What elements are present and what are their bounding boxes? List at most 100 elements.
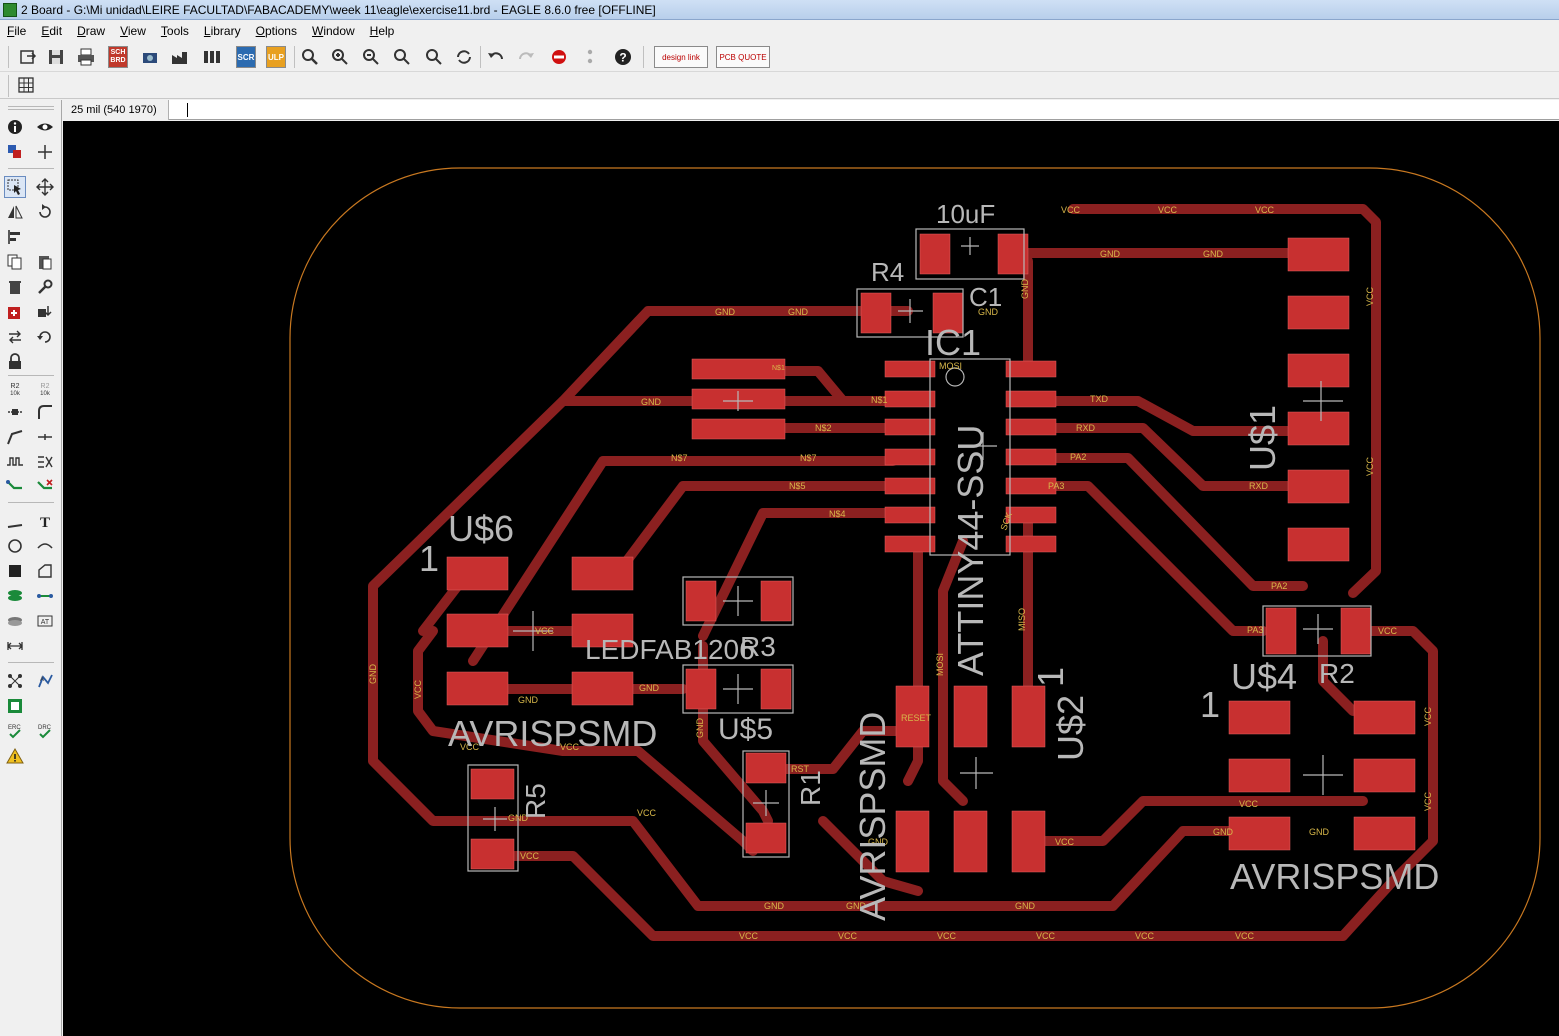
add-part-icon[interactable] bbox=[4, 301, 26, 323]
display-layers-icon[interactable] bbox=[4, 141, 26, 163]
help-icon[interactable]: ? bbox=[611, 45, 635, 69]
net-labels: VCC VCC VCC GND GND GND GND GND GND TXD … bbox=[368, 205, 1433, 941]
polygon-icon[interactable] bbox=[34, 560, 56, 582]
zoom-select-icon[interactable] bbox=[422, 45, 446, 69]
smash-icon[interactable] bbox=[4, 401, 26, 423]
split-icon[interactable] bbox=[4, 426, 26, 448]
menu-help[interactable]: Help bbox=[369, 24, 395, 38]
factory-icon[interactable] bbox=[168, 45, 192, 69]
change-icon[interactable] bbox=[34, 326, 56, 348]
copy-icon[interactable] bbox=[4, 251, 26, 273]
paste-icon[interactable] bbox=[34, 251, 56, 273]
redraw-icon[interactable] bbox=[452, 45, 476, 69]
attribute-icon[interactable]: AT bbox=[34, 610, 56, 632]
swap-icon[interactable] bbox=[4, 326, 26, 348]
us5-pad-1 bbox=[685, 668, 717, 710]
menu-tools[interactable]: Tools bbox=[160, 24, 189, 38]
us6-pad-2 bbox=[571, 556, 634, 591]
sch-brd-switch-button[interactable]: SCH BRD bbox=[108, 46, 128, 68]
circle-icon[interactable] bbox=[4, 535, 26, 557]
ic1-pad-14 bbox=[1005, 360, 1057, 378]
pcb-quote-button[interactable]: PCB QUOTE bbox=[716, 46, 770, 68]
arc-icon[interactable] bbox=[34, 535, 56, 557]
zoom-previous-icon[interactable] bbox=[390, 45, 414, 69]
go-icon[interactable] bbox=[578, 45, 602, 69]
text-icon[interactable]: T bbox=[34, 510, 56, 532]
delete-icon[interactable] bbox=[4, 276, 26, 298]
align-icon[interactable] bbox=[4, 226, 26, 248]
menu-edit[interactable]: Edit bbox=[41, 24, 63, 38]
r4-pad-2 bbox=[932, 292, 964, 334]
rectangle-icon[interactable] bbox=[4, 560, 26, 582]
menu-draw[interactable]: Draw bbox=[77, 24, 106, 38]
menu-file[interactable]: File bbox=[7, 24, 27, 38]
ulp-button[interactable]: ULP bbox=[266, 46, 286, 68]
svg-text:GND: GND bbox=[1015, 901, 1036, 911]
drc-check-icon[interactable]: DRC bbox=[34, 720, 56, 742]
scr-script-button[interactable]: SCR bbox=[236, 46, 256, 68]
ripup-route-icon[interactable] bbox=[34, 476, 56, 498]
avrispsmd-mid-label: AVRISPSMD bbox=[852, 712, 893, 921]
avrispsmd-right-label: AVRISPSMD bbox=[1230, 856, 1439, 897]
svg-text:GND: GND bbox=[1100, 249, 1121, 259]
info-icon[interactable] bbox=[4, 116, 26, 138]
erc-check-icon[interactable]: ERC bbox=[4, 720, 26, 742]
us4-pad-5 bbox=[1228, 816, 1291, 851]
signal-icon[interactable] bbox=[34, 585, 56, 607]
menu-view[interactable]: View bbox=[120, 24, 146, 38]
undo-icon[interactable] bbox=[484, 45, 508, 69]
zoom-in-icon[interactable] bbox=[328, 45, 352, 69]
c1-value-label: 10uF bbox=[936, 199, 995, 229]
mirror-icon[interactable] bbox=[4, 201, 26, 223]
design-link-button[interactable]: design link bbox=[654, 46, 708, 68]
route-icon[interactable] bbox=[4, 476, 26, 498]
us2-pad-6 bbox=[1011, 810, 1046, 873]
mark-icon[interactable] bbox=[34, 141, 56, 163]
svg-text:N$4: N$4 bbox=[829, 509, 846, 519]
us4-pad-2 bbox=[1353, 700, 1416, 735]
meander-icon[interactable] bbox=[4, 451, 26, 473]
select-icon[interactable] bbox=[4, 176, 26, 198]
autorouter-icon[interactable]: A bbox=[34, 670, 56, 692]
miter-icon[interactable] bbox=[34, 401, 56, 423]
zoom-fit-icon[interactable] bbox=[298, 45, 322, 69]
rotate-icon[interactable] bbox=[34, 201, 56, 223]
open-icon[interactable] bbox=[16, 45, 40, 69]
save-icon[interactable] bbox=[44, 45, 68, 69]
wrench-icon[interactable] bbox=[34, 276, 56, 298]
via-icon[interactable] bbox=[4, 585, 26, 607]
svg-text:10k: 10k bbox=[40, 391, 51, 397]
us1-pad-6 bbox=[1287, 527, 1350, 562]
menu-library[interactable]: Library bbox=[203, 24, 241, 38]
redo-icon[interactable] bbox=[514, 45, 538, 69]
ratsnest-icon[interactable] bbox=[4, 670, 26, 692]
grid-icon[interactable] bbox=[14, 73, 38, 97]
optimize-icon[interactable] bbox=[34, 426, 56, 448]
svg-text:GND: GND bbox=[518, 695, 539, 705]
layers-icon[interactable] bbox=[200, 45, 224, 69]
board-outline bbox=[289, 167, 1541, 1009]
cam-icon[interactable] bbox=[138, 45, 162, 69]
move-icon[interactable] bbox=[34, 176, 56, 198]
command-input[interactable] bbox=[175, 102, 1545, 118]
print-icon[interactable] bbox=[74, 45, 98, 69]
zoom-out-icon[interactable] bbox=[359, 45, 383, 69]
ripup-icon[interactable] bbox=[34, 451, 56, 473]
errors-warning-icon[interactable] bbox=[4, 745, 26, 767]
svg-text:GND: GND bbox=[695, 718, 705, 739]
menu-options[interactable]: Options bbox=[255, 24, 297, 38]
show-eye-icon[interactable] bbox=[34, 116, 56, 138]
menu-window[interactable]: Window bbox=[311, 24, 355, 38]
ic1-pad-12 bbox=[1005, 418, 1057, 436]
replace-icon[interactable] bbox=[34, 301, 56, 323]
lock-icon[interactable] bbox=[4, 351, 26, 373]
hole-icon[interactable] bbox=[4, 610, 26, 632]
stop-icon[interactable] bbox=[547, 45, 571, 69]
line-icon[interactable] bbox=[4, 510, 26, 532]
us6-pad-5 bbox=[446, 671, 509, 706]
dimension-icon[interactable] bbox=[4, 635, 26, 657]
board-canvas[interactable]: VCC VCC VCC GND GND GND GND GND GND TXD … bbox=[63, 121, 1559, 1036]
design-block-icon[interactable] bbox=[4, 695, 26, 717]
